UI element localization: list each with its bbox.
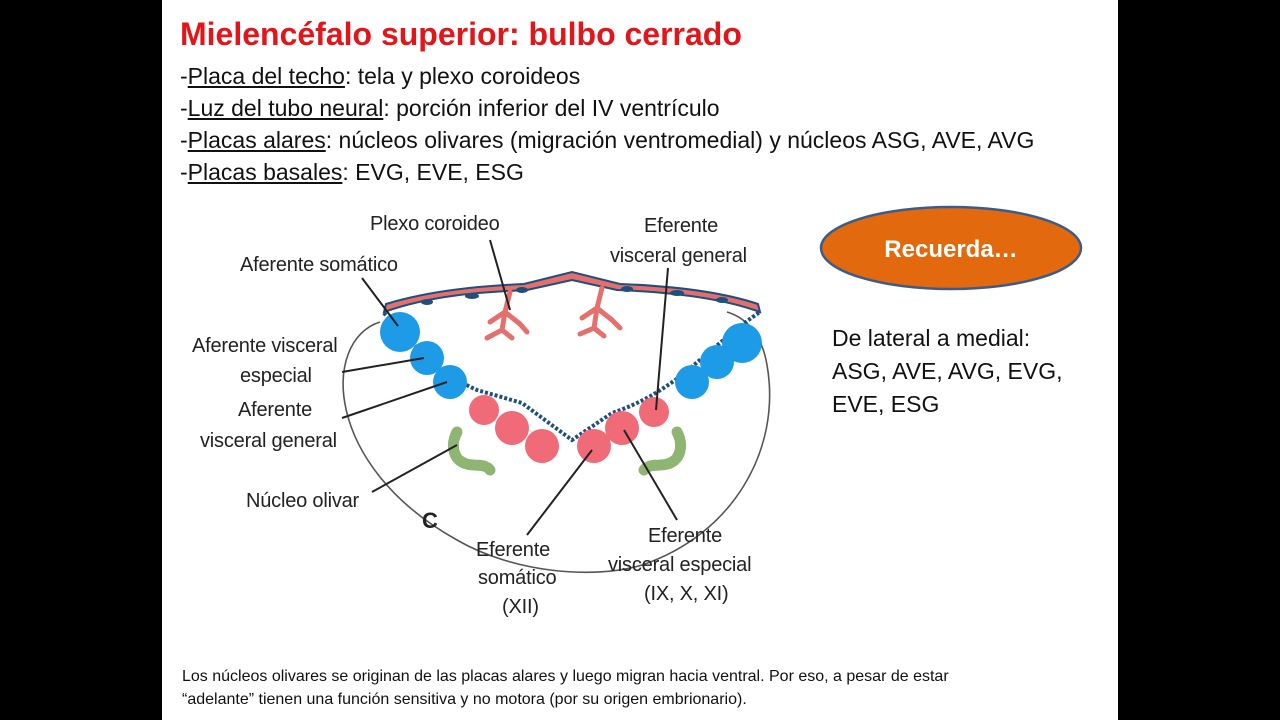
nucleus-asg-left: [380, 312, 420, 352]
plexus-vessel: [516, 287, 528, 293]
label-eferente-ve-1: Eferente: [648, 525, 722, 547]
nucleus-ave-left: [410, 341, 444, 375]
label-plexo-coroideo: Plexo coroideo: [370, 213, 500, 235]
footnote-line: Los núcleos olivares se originan de las …: [182, 668, 949, 685]
bullet-term: Placas basales: [187, 159, 343, 185]
bullet-prefix: -: [180, 63, 188, 89]
nucleus-eve-left: [495, 411, 529, 445]
label-aferente-visceral-2: especial: [240, 365, 312, 387]
panel-letter: C: [422, 508, 438, 533]
plexus-tuft-left: [484, 289, 530, 341]
bullet-item: -Placas basales: EVG, EVE, ESG: [180, 156, 1034, 188]
label-eferente-vg-2: visceral general: [610, 245, 747, 267]
bullet-prefix: -: [180, 95, 188, 121]
label-eferente-somatico-2: somático: [478, 567, 557, 589]
side-note: De lateral a medial: ASG, AVE, AVG, EVG,…: [832, 322, 1082, 421]
label-aferente-somatico: Aferente somático: [240, 254, 398, 276]
label-eferente-somatico-3: (XII): [502, 596, 539, 618]
plexus-vessel: [670, 290, 684, 296]
bullet-prefix: -: [180, 159, 188, 185]
plexus-vessel: [465, 293, 479, 299]
bullet-text: : porción inferior del IV ventrículo: [383, 95, 720, 121]
nucleus-asg-right: [722, 323, 762, 363]
plexus-vessel: [421, 299, 433, 305]
nucleus-evg-left: [469, 395, 499, 425]
bullet-text: : tela y plexo coroideos: [344, 63, 581, 89]
leader-line-evg: [655, 267, 669, 411]
nucleus-avg-right: [675, 365, 709, 399]
medulla-cross-section-diagram: Plexo coroideo Aferente somático Aferent…: [192, 213, 771, 618]
leader-line-avg: [341, 381, 448, 419]
leader-line-asg: [361, 277, 399, 327]
bullet-item: -Placas alares: núcleos olivares (migrac…: [180, 124, 1034, 156]
label-eferente-vg-1: Eferente: [644, 215, 718, 237]
side-note-line: EVE, ESG: [832, 391, 940, 417]
recuerda-label: Recuerda…: [884, 236, 1017, 263]
recuerda-callout: Recuerda…: [819, 205, 1083, 291]
bullet-item: -Luz del tubo neural: porción inferior d…: [180, 92, 1034, 124]
label-nucleo-olivar: Núcleo olivar: [246, 490, 360, 512]
label-eferente-ve-3: (IX, X, XI): [644, 583, 728, 605]
bullet-list: -Placa del techo: tela y plexo coroideos…: [180, 60, 1034, 188]
label-eferente-somatico-1: Eferente: [476, 539, 550, 561]
nucleus-evg-right: [639, 397, 669, 427]
medulla-outline: [342, 311, 771, 574]
label-aferente-general-2: visceral general: [200, 430, 337, 452]
olivary-nucleus-left: [447, 426, 496, 476]
nucleus-esg-right: [577, 429, 611, 463]
label-aferente-visceral-1: Aferente visceral: [192, 335, 338, 357]
leader-line-plexo: [489, 239, 511, 311]
plexus-tuft-right: [577, 285, 623, 339]
plexus-vessel: [621, 286, 633, 292]
bullet-text: : EVG, EVE, ESG: [342, 159, 524, 185]
bullet-prefix: -: [180, 127, 188, 153]
side-note-line: ASG, AVE, AVG, EVG,: [832, 358, 1063, 384]
leader-line-ave: [341, 357, 425, 373]
olivary-nucleus-right: [638, 426, 687, 476]
slide: Mielencéfalo superior: bulbo cerrado -Pl…: [162, 0, 1118, 720]
footnote: Los núcleos olivares se originan de las …: [182, 665, 1117, 711]
nucleus-ave-right: [700, 345, 734, 379]
slide-title: Mielencéfalo superior: bulbo cerrado: [180, 16, 742, 52]
nucleus-eve-right: [605, 411, 639, 445]
bullet-term: Placa del techo: [187, 63, 345, 89]
leader-line-eve: [623, 429, 678, 521]
bullet-term: Placas alares: [187, 127, 326, 153]
recuerda-ellipse: [819, 205, 1083, 291]
bullet-text: : núcleos olivares (migración ventromedi…: [325, 127, 1035, 153]
leader-line-esg: [526, 449, 593, 536]
label-aferente-general-1: Aferente: [238, 399, 312, 421]
footnote-line: “adelante” tienen una función sensitiva …: [182, 691, 747, 708]
plexus-vessel: [716, 297, 728, 303]
bullet-item: -Placa del techo: tela y plexo coroideos: [180, 60, 1034, 92]
leader-line-olivar: [371, 444, 458, 493]
side-note-line: De lateral a medial:: [832, 325, 1031, 351]
label-eferente-ve-2: visceral especial: [608, 554, 751, 576]
choroid-plexus-roof: [382, 270, 762, 314]
nucleus-esg-left: [525, 429, 559, 463]
bullet-term: Luz del tubo neural: [187, 95, 384, 121]
nucleus-avg-left: [433, 365, 467, 399]
